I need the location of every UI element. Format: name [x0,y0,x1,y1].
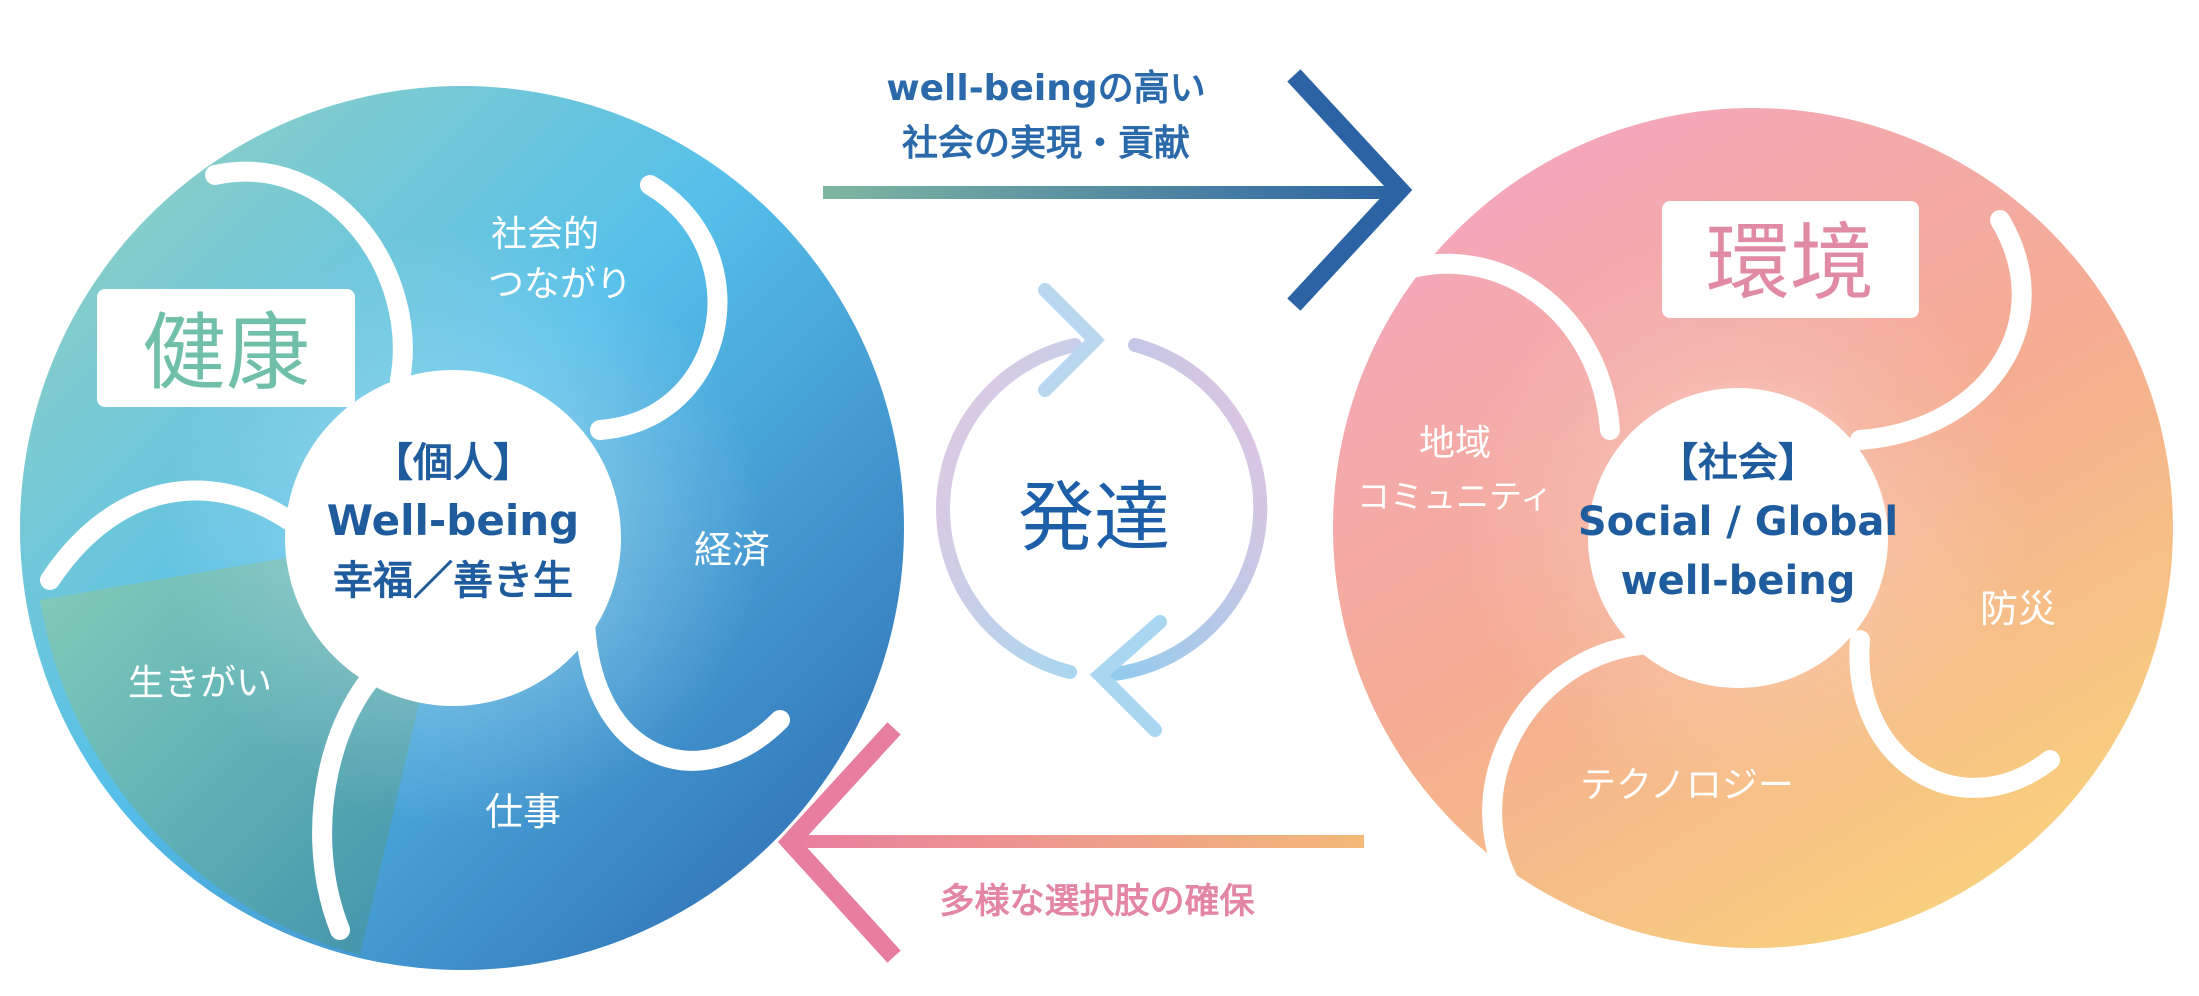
petal-purpose: 生きがい [128,663,272,704]
left-center-line-2: Well-being [327,496,579,545]
left-badge-label: 健康 [142,304,310,402]
right-center-circle [1588,388,1888,688]
development-label: 発達 [1018,473,1170,562]
right-center-line-1: 【社会】 [1658,440,1818,486]
right-separator-4 [1482,635,1650,910]
right-separator-1 [1370,253,1620,440]
petal-community-line-2: コミュニティ [1357,477,1553,516]
left-center-line-3: 幸福／善き生 [333,558,573,604]
cycle-arrowhead-top [1038,283,1105,397]
right-center-line-2: Social / Global [1578,499,1898,545]
right-badge-label: 環境 [1706,214,1874,312]
left-center-circle [285,370,621,706]
top-arrow-shaft [823,186,1401,199]
right-center-line-3: well-being [1621,558,1856,604]
right-separator-3 [1849,630,2060,798]
petal-work: 仕事 [485,790,561,834]
bottom-arrow-head [777,722,901,963]
petal-social-line-1: 社会的 [491,214,599,255]
left-separator-2 [590,175,728,440]
bottom-arrow [777,722,1364,963]
right-wheel [1333,108,2173,948]
top-arrow-label-line-2: 社会の実現・貢献 [902,123,1190,164]
petal-social-line-2: つながり [488,264,632,305]
left-badge-box [97,289,355,407]
left-separator-1 [205,161,413,390]
cycle-arrowhead-bottom [1089,615,1167,737]
top-arrow-label-line-1: well-beingの高い [886,68,1205,109]
petal-community-line-1: 地域 [1419,423,1491,464]
right-badge-box [1662,201,1919,318]
petal-economy: 経済 [694,528,770,572]
bottom-arrow-shaft [790,835,1364,848]
petal-technology: テクノロジー [1580,765,1794,806]
cycle-arc-left [936,338,1082,679]
right-separator-2 [1850,210,2032,450]
petal-disaster: 防災 [1980,587,2056,631]
top-arrow [823,69,1413,311]
left-center-line-1: 【個人】 [373,440,533,486]
development-cycle [936,283,1268,737]
top-arrow-head [1287,69,1413,311]
left-separator-3 [575,610,790,771]
bottom-arrow-label: 多様な選択肢の確保 [939,882,1255,922]
cycle-arc-right [1098,338,1268,682]
